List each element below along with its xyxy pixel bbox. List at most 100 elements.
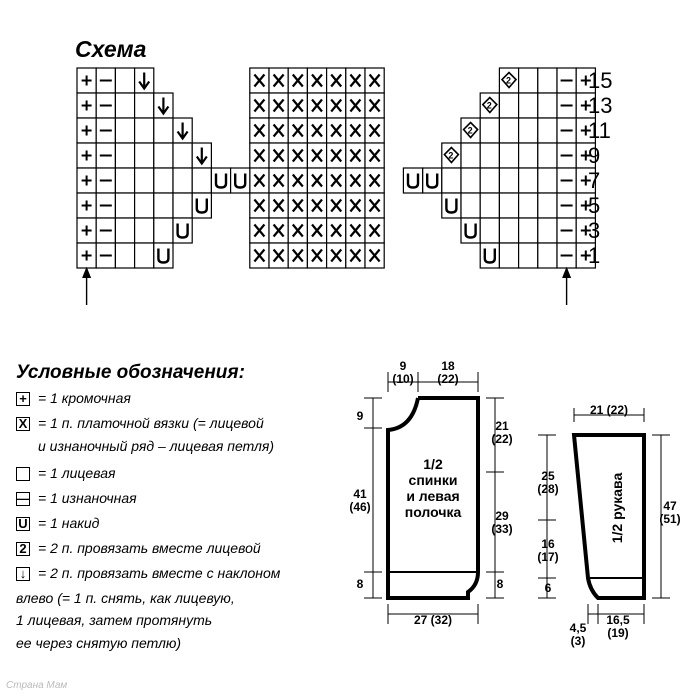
dimension-value: 47 bbox=[663, 499, 677, 513]
garter-symbol bbox=[272, 223, 285, 238]
legend-symbol-box: 2 bbox=[16, 542, 30, 556]
dimension-label: 9 bbox=[350, 410, 370, 423]
garter-symbol bbox=[253, 223, 266, 238]
legend-text: = 1 накид bbox=[38, 515, 100, 531]
k2tog-symbol bbox=[443, 146, 460, 164]
garter-symbol bbox=[349, 123, 362, 138]
legend-symbol-box: + bbox=[16, 392, 30, 406]
k2tog-symbol: 2 bbox=[487, 101, 492, 111]
row-number: 7 bbox=[588, 168, 601, 193]
yarn-over-symbol bbox=[445, 198, 458, 214]
dimension-label: 9(10) bbox=[388, 360, 418, 386]
dimension-value: 41 bbox=[353, 487, 367, 501]
garter-symbol bbox=[272, 123, 285, 138]
k2tog-symbol: 2 bbox=[468, 126, 473, 136]
garter-symbol bbox=[253, 148, 266, 163]
dimension-label: 8 bbox=[490, 578, 510, 591]
garter-symbol bbox=[291, 223, 304, 238]
dimension-value: (33) bbox=[491, 522, 513, 536]
garter-symbol bbox=[311, 148, 323, 163]
garter-symbol bbox=[291, 198, 304, 213]
dimension-value: 27 (32) bbox=[413, 613, 453, 627]
garter-symbol bbox=[330, 198, 343, 213]
garter-symbol bbox=[368, 248, 381, 263]
garter-symbol bbox=[311, 223, 323, 238]
garter-symbol bbox=[349, 98, 362, 113]
garter-symbol bbox=[272, 148, 285, 163]
garter-symbol bbox=[330, 223, 343, 238]
garter-symbol bbox=[253, 198, 266, 213]
dimension-value: 25 bbox=[541, 469, 555, 483]
dimension-label: 47(51) bbox=[656, 500, 684, 526]
dimension-value: 9 bbox=[356, 409, 364, 423]
dimension-label: 21(22) bbox=[488, 420, 516, 446]
garter-symbol bbox=[349, 223, 362, 238]
dimension-value: 18 bbox=[441, 359, 455, 373]
garter-symbol bbox=[311, 73, 323, 88]
dimension-label: 18(22) bbox=[430, 360, 466, 386]
garter-symbol bbox=[253, 123, 266, 138]
dimension-label: 25(28) bbox=[534, 470, 562, 496]
dimension-label: 27 (32) bbox=[400, 614, 466, 627]
dimension-value: 4,5 bbox=[569, 621, 587, 635]
dimension-value: 16,5 bbox=[606, 613, 630, 627]
ssk-arrow-symbol bbox=[195, 155, 208, 166]
legend-symbol-box: U bbox=[16, 517, 30, 531]
dimension-value: 9 bbox=[399, 359, 407, 373]
dimension-value: (28) bbox=[537, 482, 559, 496]
garter-symbol bbox=[330, 148, 343, 163]
dimension-value: 8 bbox=[496, 577, 504, 591]
ssk-arrow-symbol bbox=[138, 80, 151, 91]
ssk-arrow-symbol bbox=[176, 130, 189, 141]
garter-symbol bbox=[368, 148, 381, 163]
legend-symbol-box bbox=[16, 467, 30, 481]
back-piece-outline bbox=[386, 396, 480, 600]
row-number: 11 bbox=[588, 118, 611, 143]
garter-symbol bbox=[330, 123, 343, 138]
garter-symbol bbox=[368, 123, 381, 138]
legend-text: = 1 кромочная bbox=[38, 390, 131, 406]
garter-symbol bbox=[291, 173, 304, 188]
dimension-value: 21 bbox=[495, 419, 509, 433]
garter-symbol bbox=[368, 173, 381, 188]
garter-symbol bbox=[291, 123, 304, 138]
k2tog-symbol bbox=[481, 96, 498, 114]
garter-symbol bbox=[368, 223, 381, 238]
yarn-over-symbol bbox=[426, 173, 439, 189]
dimension-value: (10) bbox=[392, 372, 414, 386]
dimension-label: 8 bbox=[350, 578, 370, 591]
ssk-arrow-symbol bbox=[157, 105, 170, 116]
legend-text: = 1 изнаночная bbox=[38, 490, 137, 506]
dimension-value: 21 (22) bbox=[589, 403, 629, 417]
yarn-over-symbol bbox=[195, 198, 208, 214]
legend-text-continuation: влево (= 1 п. снять, как лицевую, bbox=[16, 590, 235, 606]
piece-name-line: и левая bbox=[406, 488, 460, 504]
dimension-value: (3) bbox=[570, 634, 586, 648]
dimension-label: 6 bbox=[538, 582, 558, 595]
garter-symbol bbox=[272, 198, 285, 213]
garter-symbol bbox=[330, 173, 343, 188]
yarn-over-symbol bbox=[464, 223, 477, 239]
garter-symbol bbox=[253, 173, 266, 188]
k2tog-symbol: 2 bbox=[448, 151, 453, 161]
legend-text: = 1 п. платочной вязки (= лицевой bbox=[38, 415, 264, 431]
dimension-label: 29(33) bbox=[488, 510, 516, 536]
garter-symbol bbox=[253, 98, 266, 113]
legend-text: = 2 п. провязать вместе лицевой bbox=[38, 540, 261, 556]
yarn-over-symbol bbox=[176, 223, 189, 239]
dimension-value: 8 bbox=[356, 577, 364, 591]
piece-name-line: полочка bbox=[404, 504, 462, 520]
legend-text: = 1 лицевая bbox=[38, 465, 116, 481]
piece-name-line: спинки bbox=[408, 472, 458, 488]
garter-symbol bbox=[330, 248, 343, 263]
dimension-value: (22) bbox=[437, 372, 459, 386]
dimension-value: (19) bbox=[607, 626, 629, 640]
yarn-over-symbol bbox=[214, 173, 228, 189]
dimension-label: 21 (22) bbox=[582, 404, 636, 417]
garter-symbol bbox=[291, 248, 304, 263]
garter-symbol bbox=[349, 73, 362, 88]
watermark: Страна Мам bbox=[6, 680, 68, 691]
